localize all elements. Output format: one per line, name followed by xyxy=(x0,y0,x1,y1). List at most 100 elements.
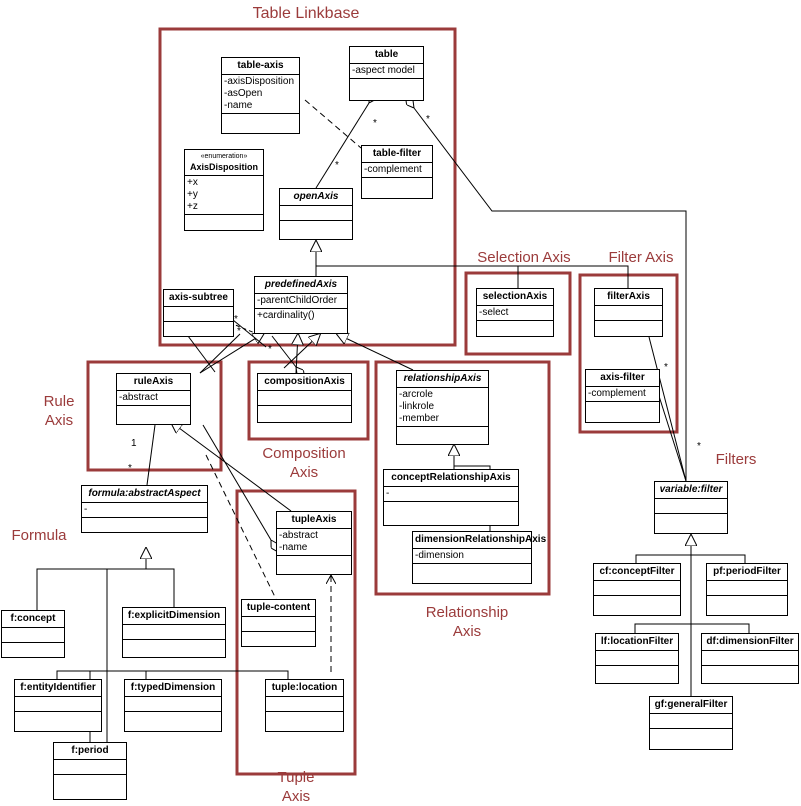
class-table-filter[interactable]: table-filter -complement xyxy=(361,145,433,199)
mult-1: * xyxy=(373,118,377,129)
agg-ruleaxis-subtree xyxy=(187,335,216,373)
class-axis-subtree[interactable]: axis-subtree xyxy=(163,289,234,337)
assoc-axisfilter-varfilter xyxy=(658,395,687,482)
class-table-axis[interactable]: table-axis -axisDisposition -asOpen -nam… xyxy=(221,57,300,134)
agg-tuplecontent-tupleaxis xyxy=(202,424,271,540)
class-attributes: - xyxy=(82,503,207,518)
class-axis-filter[interactable]: axis-filter -complement xyxy=(585,369,660,423)
class-abstract-aspect[interactable]: formula:abstractAspect - xyxy=(81,485,208,533)
class-f-period[interactable]: f:period xyxy=(53,742,127,800)
class-f-explicit-dimension[interactable]: f:explicitDimension xyxy=(122,607,226,658)
class-dimension-relationship-axis[interactable]: dimensionRelationshipAxis -dimension xyxy=(412,531,546,584)
class-name: openAxis xyxy=(280,189,352,206)
class-f-typed-dimension[interactable]: f:typedDimension xyxy=(124,679,222,732)
class-attributes xyxy=(650,714,732,729)
attr: -linkrole xyxy=(399,401,435,412)
class-name: dimensionRelationshipAxis xyxy=(413,532,546,549)
class-name: tupleAxis xyxy=(277,512,351,529)
class-open-axis[interactable]: openAxis xyxy=(279,188,353,240)
class-operations xyxy=(477,321,553,335)
label-relationship-line1: Relationship xyxy=(425,604,509,621)
class-f-concept[interactable]: f:concept xyxy=(1,610,65,658)
class-composition-axis[interactable]: compositionAxis xyxy=(257,373,352,423)
class-name: «enumeration» AxisDisposition xyxy=(185,150,263,176)
class-axis-disposition[interactable]: «enumeration» AxisDisposition +x +y +z xyxy=(184,149,264,231)
class-selection-axis[interactable]: selectionAxis -select xyxy=(476,288,554,337)
class-operations xyxy=(384,502,518,516)
class-operations xyxy=(123,640,225,654)
class-operations xyxy=(242,632,315,646)
class-tuple-location[interactable]: tuple:location xyxy=(265,679,344,732)
class-name: axis-filter xyxy=(586,370,659,387)
assoc-tableaxis-tablefilter xyxy=(304,99,362,149)
class-operations xyxy=(222,114,299,128)
class-operations xyxy=(117,406,190,420)
class-attributes xyxy=(15,697,101,712)
class-table[interactable]: table -aspect model xyxy=(349,46,424,101)
attr: -name xyxy=(224,100,253,111)
class-attributes xyxy=(702,651,798,666)
class-lf-location-filter[interactable]: lf:locationFilter xyxy=(595,633,679,684)
class-name: ruleAxis xyxy=(117,374,190,391)
gen-relationship-predefined xyxy=(337,334,414,371)
gen-filter-openaxis xyxy=(518,265,629,288)
class-attributes xyxy=(2,628,64,643)
label-composition-line2: Axis xyxy=(289,464,319,481)
class-operations xyxy=(82,518,207,532)
agg-ruleaxis xyxy=(199,333,241,374)
class-rule-axis[interactable]: ruleAxis -abstract xyxy=(116,373,191,425)
class-tuple-content[interactable]: tuple-content xyxy=(241,599,316,647)
class-pf-period-filter[interactable]: pf:periodFilter xyxy=(706,563,788,616)
gen-tree-entity xyxy=(56,670,289,679)
class-name: relationshipAxis xyxy=(397,371,488,388)
class-operations xyxy=(594,596,680,610)
class-attributes xyxy=(266,697,343,712)
mult-3: * xyxy=(426,114,430,125)
mult-9: * xyxy=(664,362,668,373)
class-operations xyxy=(125,712,221,726)
class-operations xyxy=(185,215,263,229)
class-name: compositionAxis xyxy=(258,374,351,391)
attr: -complement xyxy=(364,164,422,175)
class-operations: +cardinality() xyxy=(255,309,347,323)
attr: -abstract xyxy=(119,392,158,403)
class-attributes xyxy=(596,651,678,666)
class-name: conceptRelationshipAxis xyxy=(384,470,518,487)
class-variable-filter[interactable]: variable:filter xyxy=(654,481,728,534)
class-df-dimension-filter[interactable]: df:dimensionFilter xyxy=(701,633,799,684)
class-name: formula:abstractAspect xyxy=(82,486,207,503)
gen-tupleaxis-predefined xyxy=(283,334,320,369)
class-attributes xyxy=(123,625,225,640)
assoc-subtree-predefined xyxy=(232,319,267,348)
class-operations xyxy=(707,596,787,610)
label-table-linkbase: Table Linkbase xyxy=(252,5,360,22)
attr: - xyxy=(386,488,390,499)
class-cf-concept-filter[interactable]: cf:conceptFilter xyxy=(593,563,681,616)
class-concept-relationship-axis[interactable]: conceptRelationshipAxis - xyxy=(383,469,519,526)
class-filter-axis[interactable]: filterAxis xyxy=(594,288,663,337)
class-operations xyxy=(595,321,662,335)
class-gf-general-filter[interactable]: gf:generalFilter xyxy=(649,696,733,750)
attr: +x xyxy=(187,177,198,188)
class-name: f:period xyxy=(54,743,126,760)
class-predefined-axis[interactable]: predefinedAxis -parentChildOrder +cardin… xyxy=(254,276,348,334)
class-name: lf:locationFilter xyxy=(596,634,678,651)
attr: -member xyxy=(399,413,440,424)
class-name: tuple-content xyxy=(242,600,315,617)
class-operations xyxy=(362,178,432,192)
class-operations xyxy=(650,729,732,743)
class-relationship-axis[interactable]: relationshipAxis -arcrole -linkrole -mem… xyxy=(396,370,489,445)
label-composition-line1: Composition xyxy=(262,445,346,462)
attr: -axisDisposition xyxy=(224,76,295,87)
class-attributes xyxy=(125,697,221,712)
class-operations xyxy=(277,556,351,570)
label-rule-axis-line1: Rule xyxy=(43,393,75,410)
class-operations xyxy=(266,712,343,726)
group-relationship-axis xyxy=(374,360,551,596)
class-operations xyxy=(280,221,352,235)
agg-composition-predefined xyxy=(271,335,296,367)
class-name: f:entityIdentifier xyxy=(15,680,101,697)
class-tuple-axis[interactable]: tupleAxis -abstract -name xyxy=(276,511,352,575)
class-operations xyxy=(2,643,64,657)
class-f-entity-identifier[interactable]: f:entityIdentifier xyxy=(14,679,102,732)
